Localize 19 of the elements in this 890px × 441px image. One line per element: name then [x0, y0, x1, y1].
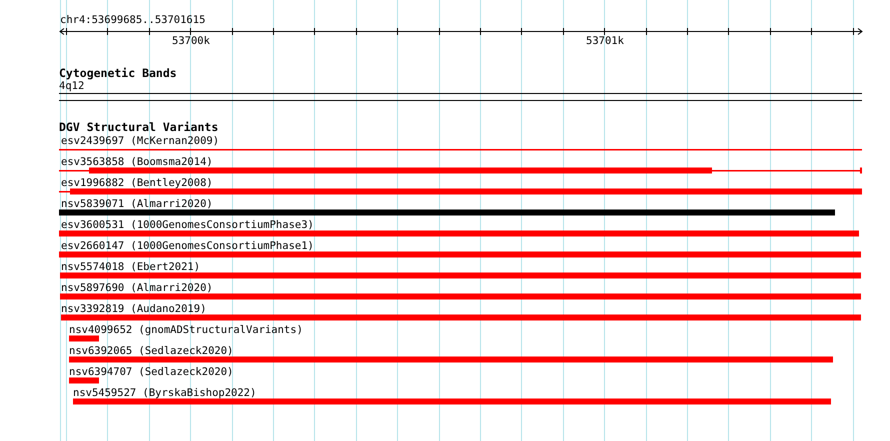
variant-label: nsv4099652 (gnomADStructuralVariants)	[69, 324, 303, 336]
variant-label: esv3600531 (1000GenomesConsortiumPhase3)	[61, 219, 314, 231]
track-title: Cytogenetic Bands	[59, 67, 177, 79]
variant-label: nsv5897690 (Almarri2020)	[61, 282, 213, 294]
variant-label: nsv5459527 (ByrskaBishop2022)	[73, 387, 256, 399]
band-label: 4q12	[59, 80, 84, 92]
variant-label: nsv3392819 (Audano2019)	[61, 303, 206, 315]
tick-label: 53701k	[586, 35, 624, 47]
variant-label: nsv6392065 (Sedlazeck2020)	[69, 345, 234, 357]
tick-label: 53700k	[172, 35, 210, 47]
variant-label: esv2660147 (1000GenomesConsortiumPhase1)	[61, 240, 314, 252]
variant-label: esv2439697 (McKernan2009)	[61, 135, 220, 147]
variant-label: esv3563858 (Boomsma2014)	[61, 156, 213, 168]
variant-label: nsv6394707 (Sedlazeck2020)	[69, 366, 234, 378]
track-title: DGV Structural Variants	[59, 121, 218, 133]
coordinate-label: chr4:53699685..53701615	[60, 14, 206, 26]
variant-label: esv1996882 (Bentley2008)	[61, 177, 213, 189]
variant-label: nsv5839071 (Almarri2020)	[61, 198, 213, 210]
variant-label: nsv5574018 (Ebert2021)	[61, 261, 200, 273]
